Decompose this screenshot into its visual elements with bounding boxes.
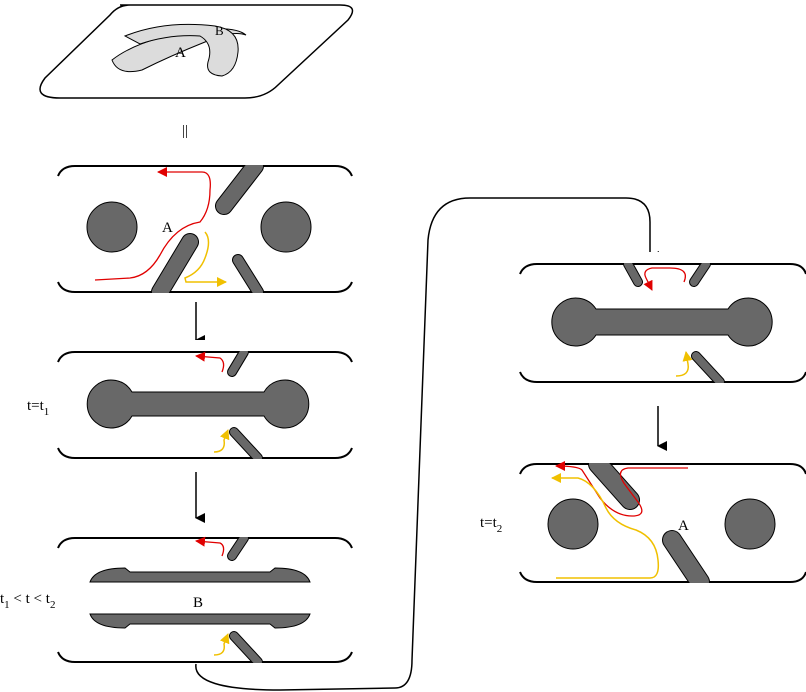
panel-1-yellow-path — [184, 231, 227, 287]
panel-3-label-B: B — [193, 595, 203, 611]
panel-3-yellow-path — [213, 633, 230, 656]
panel-3-finger-top — [228, 534, 248, 560]
panel-2-yellow-path — [213, 429, 230, 453]
panel-1-label-A: A — [162, 220, 173, 236]
label-t1: t=t1 — [27, 398, 49, 418]
panel-2-finger-top — [228, 348, 248, 376]
panel-5-yellow-path — [551, 473, 660, 579]
panel-3-finger-bottom — [230, 632, 262, 666]
panel-5-finger-lower-fill — [663, 531, 709, 591]
panel-5: A t=t2 — [480, 452, 806, 593]
panel-5-bottom-edge — [519, 571, 806, 583]
label-t-range: t1 < t < t2 — [0, 591, 55, 611]
panel-4-top-edge — [519, 263, 806, 275]
panel-1-top-edge — [57, 165, 353, 177]
panel-3-bottom-edge — [57, 651, 353, 663]
panel-4-yellow-path — [675, 351, 693, 377]
panel-1-left-disc — [86, 201, 138, 253]
connector-panel3-to-panel4 — [195, 197, 659, 691]
panel-1-red-path — [94, 167, 211, 281]
panel-2: t=t1 — [27, 340, 356, 469]
panel-3: B t1 < t < t2 — [0, 526, 356, 673]
panel-5-left-disc — [547, 498, 599, 550]
panel-1-finger-small-fill — [233, 255, 263, 297]
panel-4-finger-top-right — [690, 260, 710, 286]
panel-3-lower-bar — [89, 613, 311, 629]
panel-2-bottom-edge — [57, 447, 353, 459]
top-label-B: B — [215, 23, 224, 38]
top-label-A: A — [175, 45, 186, 61]
panel-3-top-edge — [57, 537, 353, 549]
panel-1: A — [56, 152, 356, 305]
equals-sign: || — [182, 123, 188, 139]
panel-4-finger-bottom — [692, 352, 724, 386]
panel-2-finger-bottom — [230, 428, 262, 462]
panel-2-red-path — [195, 351, 225, 373]
panel-1-finger-upper-fill — [216, 158, 263, 214]
panel-4-finger-top-left — [624, 260, 642, 286]
panel-4-red-path — [643, 267, 687, 291]
panel-1-bottom-edge — [57, 281, 353, 293]
panel-4-bottom-edge — [519, 371, 806, 383]
panel-5-right-disc — [724, 498, 776, 550]
panel-1-right-disc — [260, 201, 312, 253]
panel-3-red-path — [195, 536, 225, 557]
panel-5-label-A: A — [678, 518, 689, 534]
panel-5-top-edge — [519, 463, 806, 475]
panel-3-upper-bar — [89, 567, 311, 583]
panel-4-dumbbell — [551, 297, 773, 347]
surface-outline — [39, 4, 354, 99]
label-t2: t=t2 — [480, 515, 502, 535]
panel-1-finger-lower-fill — [152, 234, 198, 300]
panel-5-finger-upper-fill — [589, 455, 639, 509]
panel-2-dumbbell — [86, 379, 310, 429]
top-surface-sketch: A B — [39, 4, 354, 99]
panel-4 — [518, 252, 806, 393]
handle-B — [123, 23, 239, 77]
panel-5-red-path — [555, 461, 688, 517]
